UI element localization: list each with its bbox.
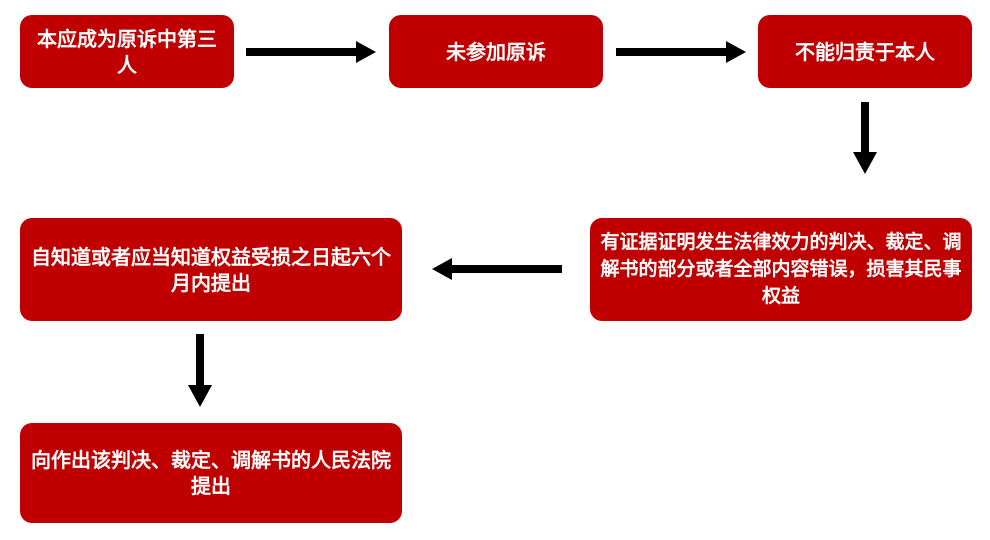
arrow-left-1 [432, 258, 562, 280]
node-not-attributable: 不能归责于本人 [758, 15, 972, 88]
arrow-down-2 [188, 334, 212, 407]
node-not-joined: 未参加原诉 [389, 15, 603, 88]
node-not-joined-label: 未参加原诉 [446, 39, 546, 64]
node-not-attributable-label: 不能归责于本人 [795, 39, 935, 64]
node-deadline: 自知道或者应当知道权益受损之日起六个月内提出 [20, 218, 402, 321]
node-third-party: 本应成为原诉中第三人 [20, 15, 234, 88]
node-deadline-label: 自知道或者应当知道权益受损之日起六个月内提出 [31, 244, 391, 295]
node-third-party-label: 本应成为原诉中第三人 [37, 26, 217, 77]
node-evidence-label: 有证据证明发生法律效力的判决、裁定、调解书的部分或者全部内容错误，损害其民事权益 [600, 231, 962, 307]
arrow-right-2 [616, 41, 746, 63]
arrow-down-1 [853, 102, 877, 174]
node-court-label: 向作出该判决、裁定、调解书的人民法院提出 [31, 448, 391, 498]
node-court: 向作出该判决、裁定、调解书的人民法院提出 [20, 423, 402, 523]
arrow-right-1 [246, 41, 376, 63]
node-evidence: 有证据证明发生法律效力的判决、裁定、调解书的部分或者全部内容错误，损害其民事权益 [590, 218, 972, 321]
